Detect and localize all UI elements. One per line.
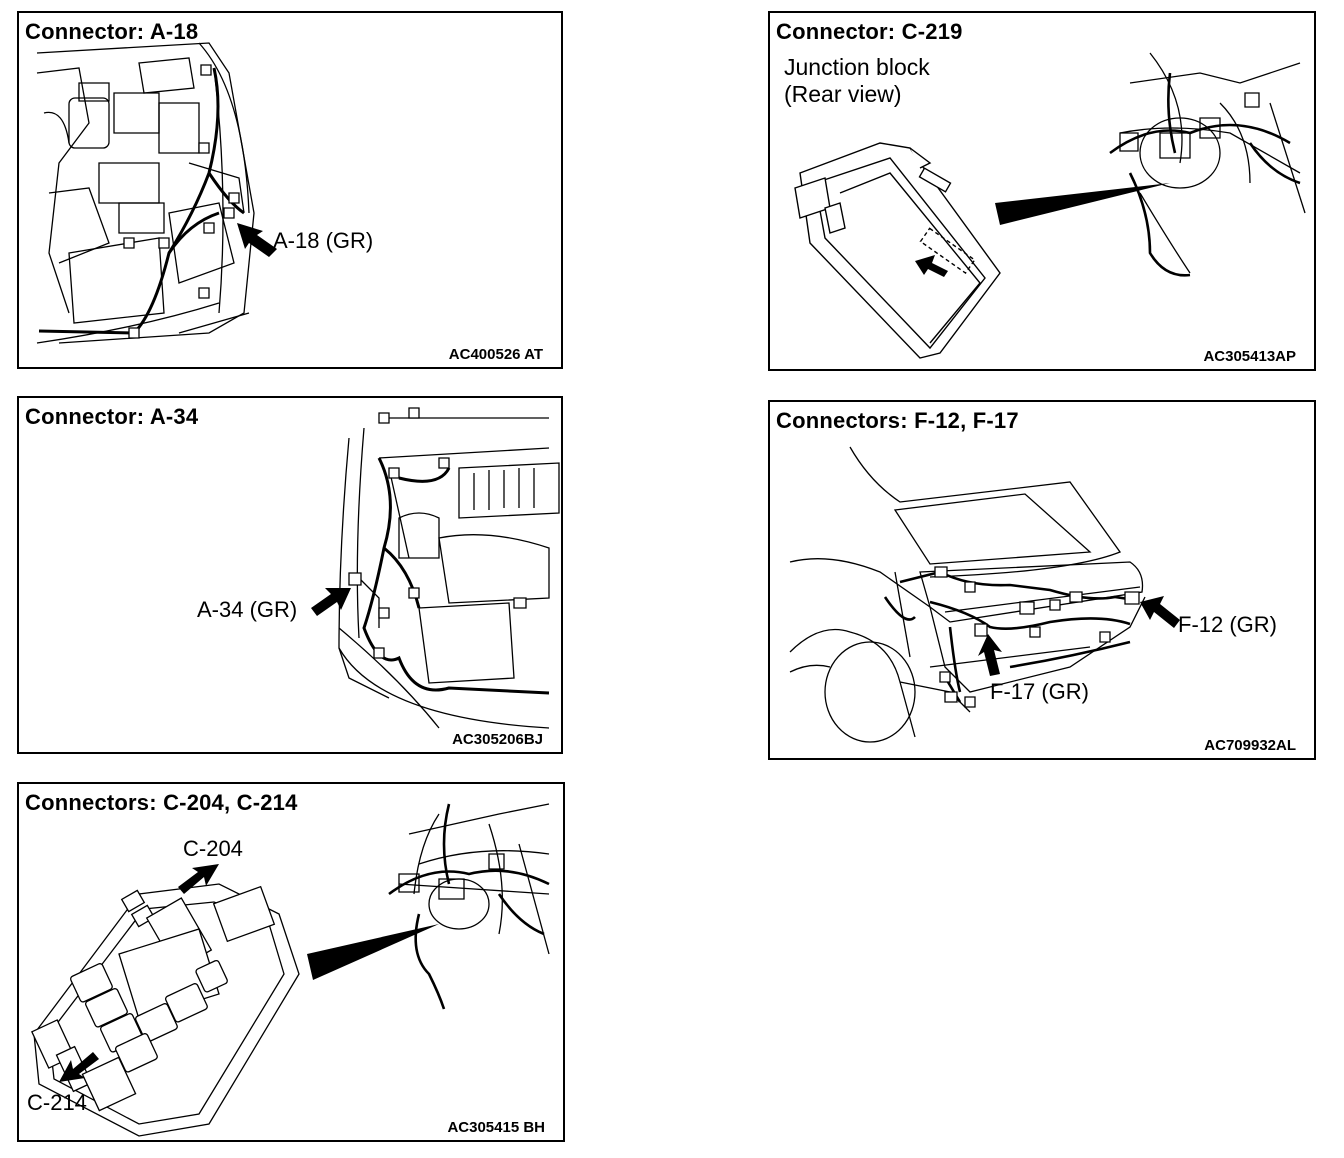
arrow-c214 (59, 1052, 99, 1082)
subtitle-rear-view: (Rear view) (784, 81, 902, 107)
panel-title: Connectors: F-12, F-17 (776, 408, 1019, 433)
arrow-f12 (1140, 596, 1180, 628)
figure-code: AC305415 BH (447, 1119, 545, 1136)
panel-title: Connector: A-34 (25, 404, 199, 429)
panel-connector-a18: Connector: A-18 A-18 (GR) AC400526 AT (17, 11, 563, 369)
figure-code: AC400526 AT (448, 346, 543, 363)
panel-title: Connector: C-219 (776, 19, 963, 44)
panel-connector-c219: Connector: C-219 Junction block (Rear vi… (768, 11, 1316, 371)
junction-block-illustration (770, 13, 1316, 371)
panel-title: Connector: A-18 (25, 19, 199, 44)
subtitle-junction-block: Junction block (784, 54, 930, 80)
panel-connector-a34: Connector: A-34 A-34 (GR) AC305206BJ (17, 396, 563, 754)
arrow-a18 (237, 223, 277, 257)
rear-car-illustration (770, 402, 1180, 760)
callout-c214: C-214 (27, 1090, 87, 1115)
panel-connectors-c204-c214: Connectors: C-204, C-214 C-204 C-214 AC3… (17, 782, 565, 1142)
junction-block-illustration (19, 784, 565, 1142)
arrow-a34 (311, 588, 351, 616)
figure-code: AC305413AP (1203, 348, 1296, 365)
figure-code: AC305206BJ (452, 731, 543, 748)
callout-f17: F-17 (GR) (990, 679, 1089, 704)
panel-connectors-f12-f17: Connectors: F-12, F-17 F-12 (GR) F-17 (G… (768, 400, 1316, 760)
arrow-c204 (178, 864, 219, 894)
callout-a34: A-34 (GR) (197, 597, 298, 622)
arrow-f17 (978, 634, 1002, 676)
callout-a18: A-18 (GR) (273, 228, 374, 253)
callout-c204: C-204 (183, 836, 243, 861)
figure-code: AC709932AL (1204, 737, 1296, 754)
engine-bay-illustration (311, 398, 563, 754)
panel-title: Connectors: C-204, C-214 (25, 790, 298, 815)
callout-f12: F-12 (GR) (1178, 612, 1277, 637)
engine-bay-illustration (19, 13, 277, 369)
